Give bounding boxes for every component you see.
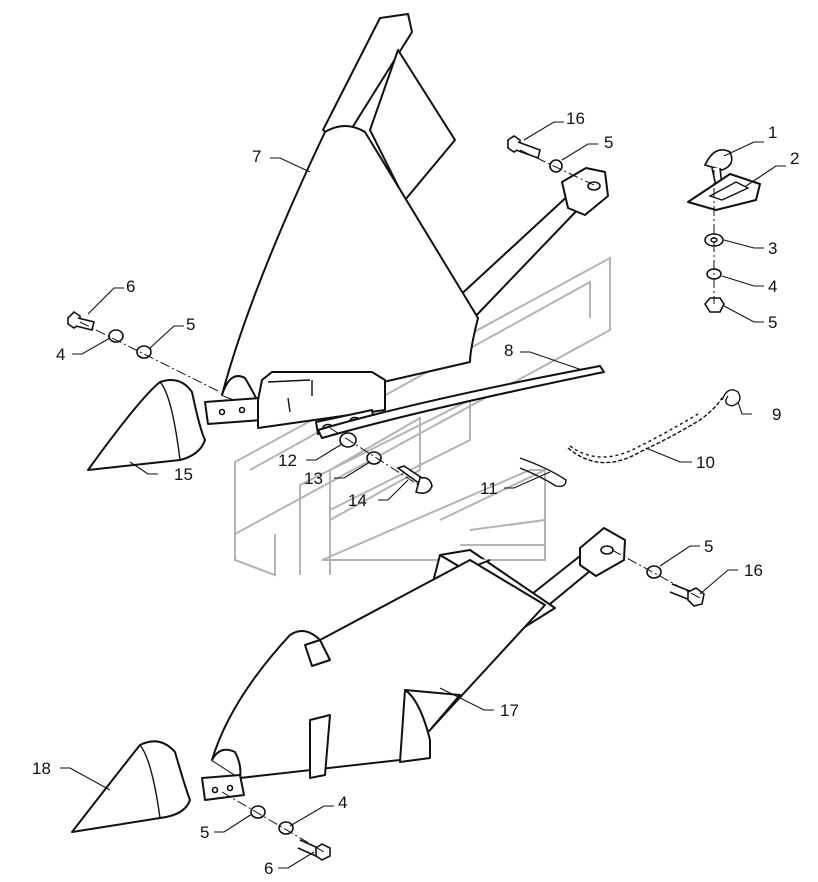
point-cover-part-18 <box>71 740 191 833</box>
callout-3: 3 <box>768 239 777 258</box>
callout-5: 5 <box>186 315 195 334</box>
callout-4: 4 <box>56 345 65 364</box>
callout-12: 12 <box>278 451 297 470</box>
callout-18: 18 <box>32 759 51 778</box>
split-pin-part-9 <box>721 389 741 407</box>
callout-16: 16 <box>744 561 763 580</box>
assembly-axes <box>79 149 715 853</box>
callout-5: 5 <box>704 537 713 556</box>
callout-2: 2 <box>790 149 799 168</box>
callout-9: 9 <box>772 405 781 424</box>
callout-16: 16 <box>566 109 585 128</box>
point-cover-part-15 <box>87 379 206 471</box>
chain-part-10 <box>567 397 723 464</box>
callout-17: 17 <box>500 701 519 720</box>
callout-8: 8 <box>504 341 513 360</box>
callout-6: 6 <box>126 277 135 296</box>
callout-1: 1 <box>768 123 777 142</box>
rod-part-8 <box>317 365 605 439</box>
callout-15: 15 <box>174 465 193 484</box>
callout-5: 5 <box>768 313 777 332</box>
callout-4: 4 <box>768 277 777 296</box>
callout-labels: 1 2 3 4 5 16 5 7 6 5 4 15 8 9 10 12 13 1… <box>32 109 799 878</box>
callout-11: 11 <box>480 479 498 498</box>
callout-13: 13 <box>304 469 323 488</box>
callout-6: 6 <box>264 859 273 878</box>
callout-4: 4 <box>338 793 347 812</box>
callout-7: 7 <box>252 147 261 166</box>
callout-5: 5 <box>604 133 613 152</box>
callout-5: 5 <box>200 823 209 842</box>
callout-10: 10 <box>696 453 715 472</box>
lower-divider-assembly <box>201 527 626 801</box>
upper-divider-assembly <box>204 13 609 435</box>
callout-14: 14 <box>348 491 367 510</box>
leader-lines <box>60 121 786 869</box>
